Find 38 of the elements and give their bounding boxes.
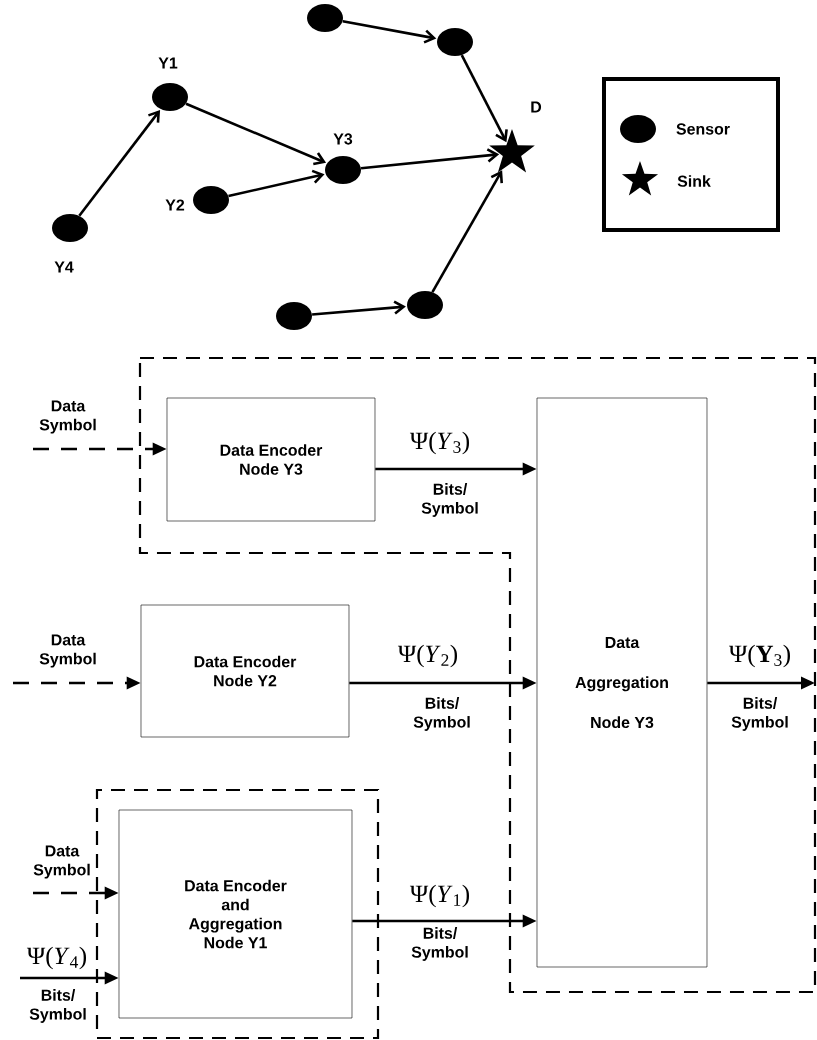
- edge-label: Ψ(Y$_{4}$): [25, 945, 89, 971]
- rate-label: Bits/ Symbol: [413, 697, 470, 731]
- rate-label: Bits/ Symbol: [421, 483, 478, 517]
- arrow: [431, 170, 503, 293]
- arrow: [460, 54, 508, 143]
- process-box: Data Encoder and Aggregation Node Y1: [118, 809, 353, 1019]
- rate-label: Bits/ Symbol: [411, 927, 468, 961]
- edge-label: Ψ(Y$_{1}$): [408, 883, 472, 909]
- arrow: [78, 110, 161, 217]
- arrow: [185, 102, 327, 166]
- node-label: Y1: [158, 57, 178, 69]
- arrow: [228, 169, 325, 198]
- edge-label: Data Symbol: [36, 399, 100, 435]
- process-box: Data Encoder Node Y3: [166, 397, 376, 522]
- edge-label: Ψ(Y$_{3}$): [727, 643, 793, 669]
- rate-label: Bits/ Symbol: [731, 697, 788, 731]
- legend-text: Sink: [677, 175, 711, 187]
- arrow: [342, 20, 437, 44]
- node-label: Y2: [165, 199, 185, 211]
- edge-label: Data Symbol: [30, 844, 94, 880]
- edge-label: Data Symbol: [36, 633, 100, 669]
- process-box: Data Encoder Node Y2: [140, 604, 350, 738]
- sensor-ellipse: [307, 4, 343, 32]
- sensor-ellipse: [407, 291, 443, 319]
- node-label: Y3: [333, 133, 353, 145]
- sensor-ellipse: [437, 28, 473, 56]
- arrow: [360, 148, 500, 170]
- node-label: Y4: [54, 261, 74, 273]
- dashed-group-outline: [95, 788, 380, 1040]
- arrow: [312, 300, 406, 316]
- node-label: D: [531, 101, 542, 113]
- rate-label: Bits/ Symbol: [29, 989, 86, 1023]
- legend-text: Sensor: [676, 123, 730, 135]
- sensor-ellipse: [276, 302, 312, 330]
- dashed-group-outline: [138, 356, 817, 994]
- edge-label: Ψ(Y$_{3}$): [408, 430, 472, 456]
- process-box: Data Aggregation Node Y3: [536, 397, 708, 968]
- edge-label: Ψ(Y$_{2}$): [396, 643, 460, 669]
